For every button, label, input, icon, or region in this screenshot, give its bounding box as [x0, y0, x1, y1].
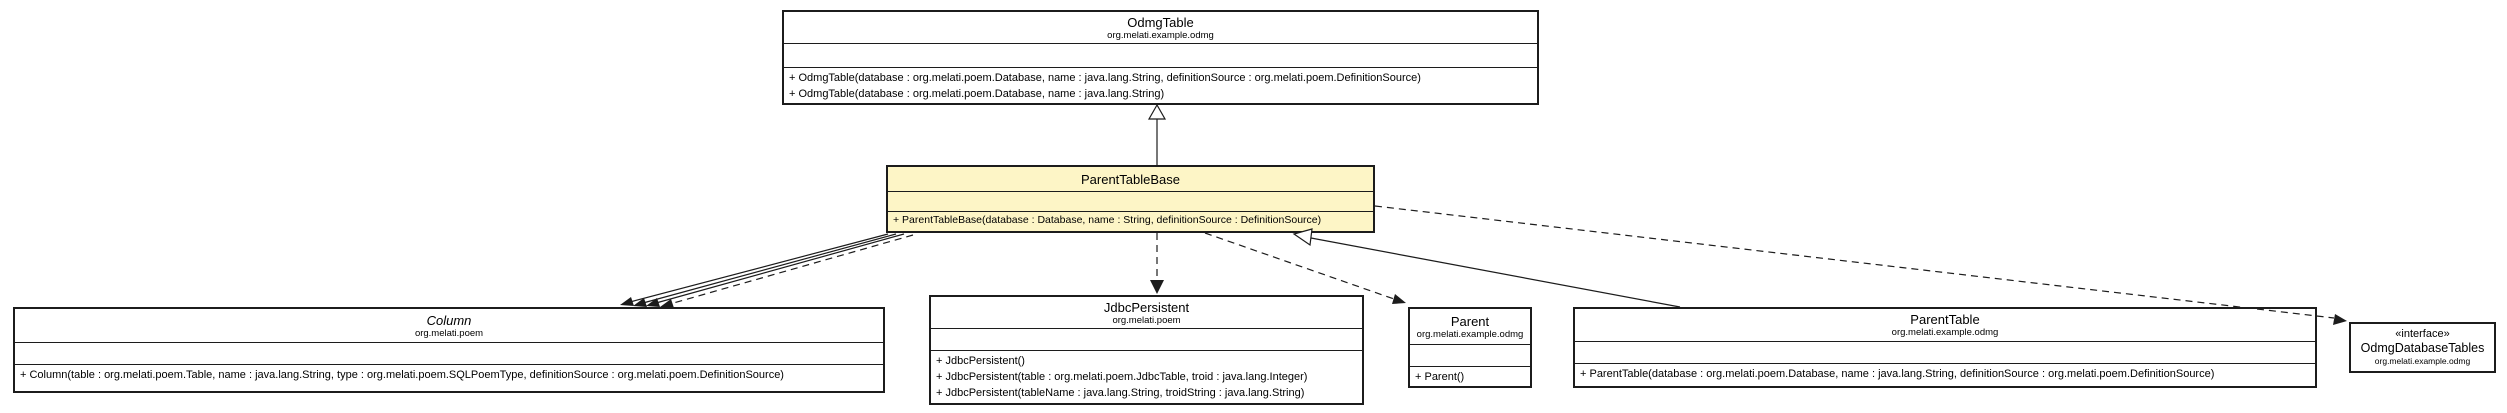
- method-signature: + Parent(): [1415, 371, 1465, 383]
- class-name: JdbcPersistent: [1103, 299, 1190, 315]
- attributes-compartment: [931, 329, 1362, 351]
- attributes-compartment: [1575, 342, 2315, 364]
- methods-compartment: + Parent(): [1410, 367, 1530, 386]
- association-arrows-parenttablebase-to-column: [620, 233, 905, 307]
- method-signature: + ParentTableBase(database : Database, n…: [893, 214, 1322, 226]
- class-package: org.melati.example.odmg: [1891, 327, 1999, 338]
- class-name: Column: [426, 312, 472, 328]
- class-name: Parent: [1450, 313, 1490, 329]
- class-package: org.melati.poem: [414, 327, 484, 339]
- method-signature: + JdbcPersistent(tableName : java.lang.S…: [936, 387, 1305, 399]
- stereotype-label: «interface»: [2395, 328, 2450, 340]
- class-header-parent: Parent org.melati.example.odmg: [1410, 309, 1530, 345]
- class-header-parenttable: ParentTable org.melati.example.odmg: [1575, 309, 2315, 342]
- class-header-parenttablebase: ParentTableBase: [888, 167, 1373, 192]
- attributes-compartment: [1410, 345, 1530, 367]
- class-box-parenttable[interactable]: ParentTable org.melati.example.odmg + Pa…: [1573, 307, 2317, 388]
- class-header-column: Column org.melati.poem: [15, 309, 883, 343]
- attributes-compartment: [15, 343, 883, 365]
- class-name: OdmgDatabaseTables: [2360, 341, 2485, 355]
- method-signature: + JdbcPersistent(): [936, 355, 1025, 367]
- dependency-arrow-parenttablebase-to-jdbcpersistent: [1150, 233, 1164, 294]
- class-box-odmgtable[interactable]: OdmgTable org.melati.example.odmg + Odmg…: [782, 10, 1539, 105]
- generalization-arrow-parenttablebase-to-odmgtable: [1147, 103, 1167, 165]
- dependency-arrow-parenttablebase-to-parent: [1204, 232, 1406, 304]
- class-box-parent[interactable]: Parent org.melati.example.odmg + Parent(…: [1408, 307, 1532, 388]
- class-header-jdbcpersistent: JdbcPersistent org.melati.poem: [931, 297, 1362, 329]
- class-name: OdmgTable: [1127, 14, 1194, 30]
- method-signature: + Column(table : org.melati.poem.Table, …: [20, 369, 784, 381]
- method-signature: + JdbcPersistent(table : org.melati.poem…: [936, 371, 1308, 383]
- method-signature: + ParentTable(database : org.melati.poem…: [1580, 368, 2215, 380]
- class-name: ParentTableBase: [1080, 171, 1180, 187]
- class-box-column[interactable]: Column org.melati.poem + Column(table : …: [13, 307, 885, 393]
- class-package: org.melati.example.odmg: [2374, 356, 2471, 366]
- methods-compartment: + ParentTableBase(database : Database, n…: [888, 212, 1373, 231]
- class-box-jdbcpersistent[interactable]: JdbcPersistent org.melati.poem + JdbcPer…: [929, 295, 1364, 405]
- class-name: ParentTable: [1910, 312, 1980, 327]
- dependency-arrow-parenttablebase-to-column: [660, 234, 914, 308]
- attributes-compartment: [888, 192, 1373, 212]
- method-signature: + OdmgTable(database : org.melati.poem.D…: [789, 72, 1421, 84]
- attributes-compartment: [784, 44, 1537, 68]
- method-signature: + OdmgTable(database : org.melati.poem.D…: [789, 88, 1165, 100]
- class-box-odmgdatabasetables[interactable]: «interface» OdmgDatabaseTables org.melat…: [2349, 322, 2496, 373]
- methods-compartment: + ParentTable(database : org.melati.poem…: [1575, 364, 2315, 386]
- class-header-odmgtable: OdmgTable org.melati.example.odmg: [784, 12, 1537, 44]
- class-package: org.melati.poem: [1112, 314, 1181, 326]
- class-package: org.melati.example.odmg: [1416, 328, 1524, 340]
- methods-compartment: + OdmgTable(database : org.melati.poem.D…: [784, 68, 1537, 103]
- methods-compartment: + JdbcPersistent() + JdbcPersistent(tabl…: [931, 351, 1362, 403]
- methods-compartment: + Column(table : org.melati.poem.Table, …: [15, 365, 883, 391]
- class-package: org.melati.example.odmg: [1107, 29, 1214, 41]
- class-box-parenttablebase[interactable]: ParentTableBase + ParentTableBase(databa…: [886, 165, 1375, 233]
